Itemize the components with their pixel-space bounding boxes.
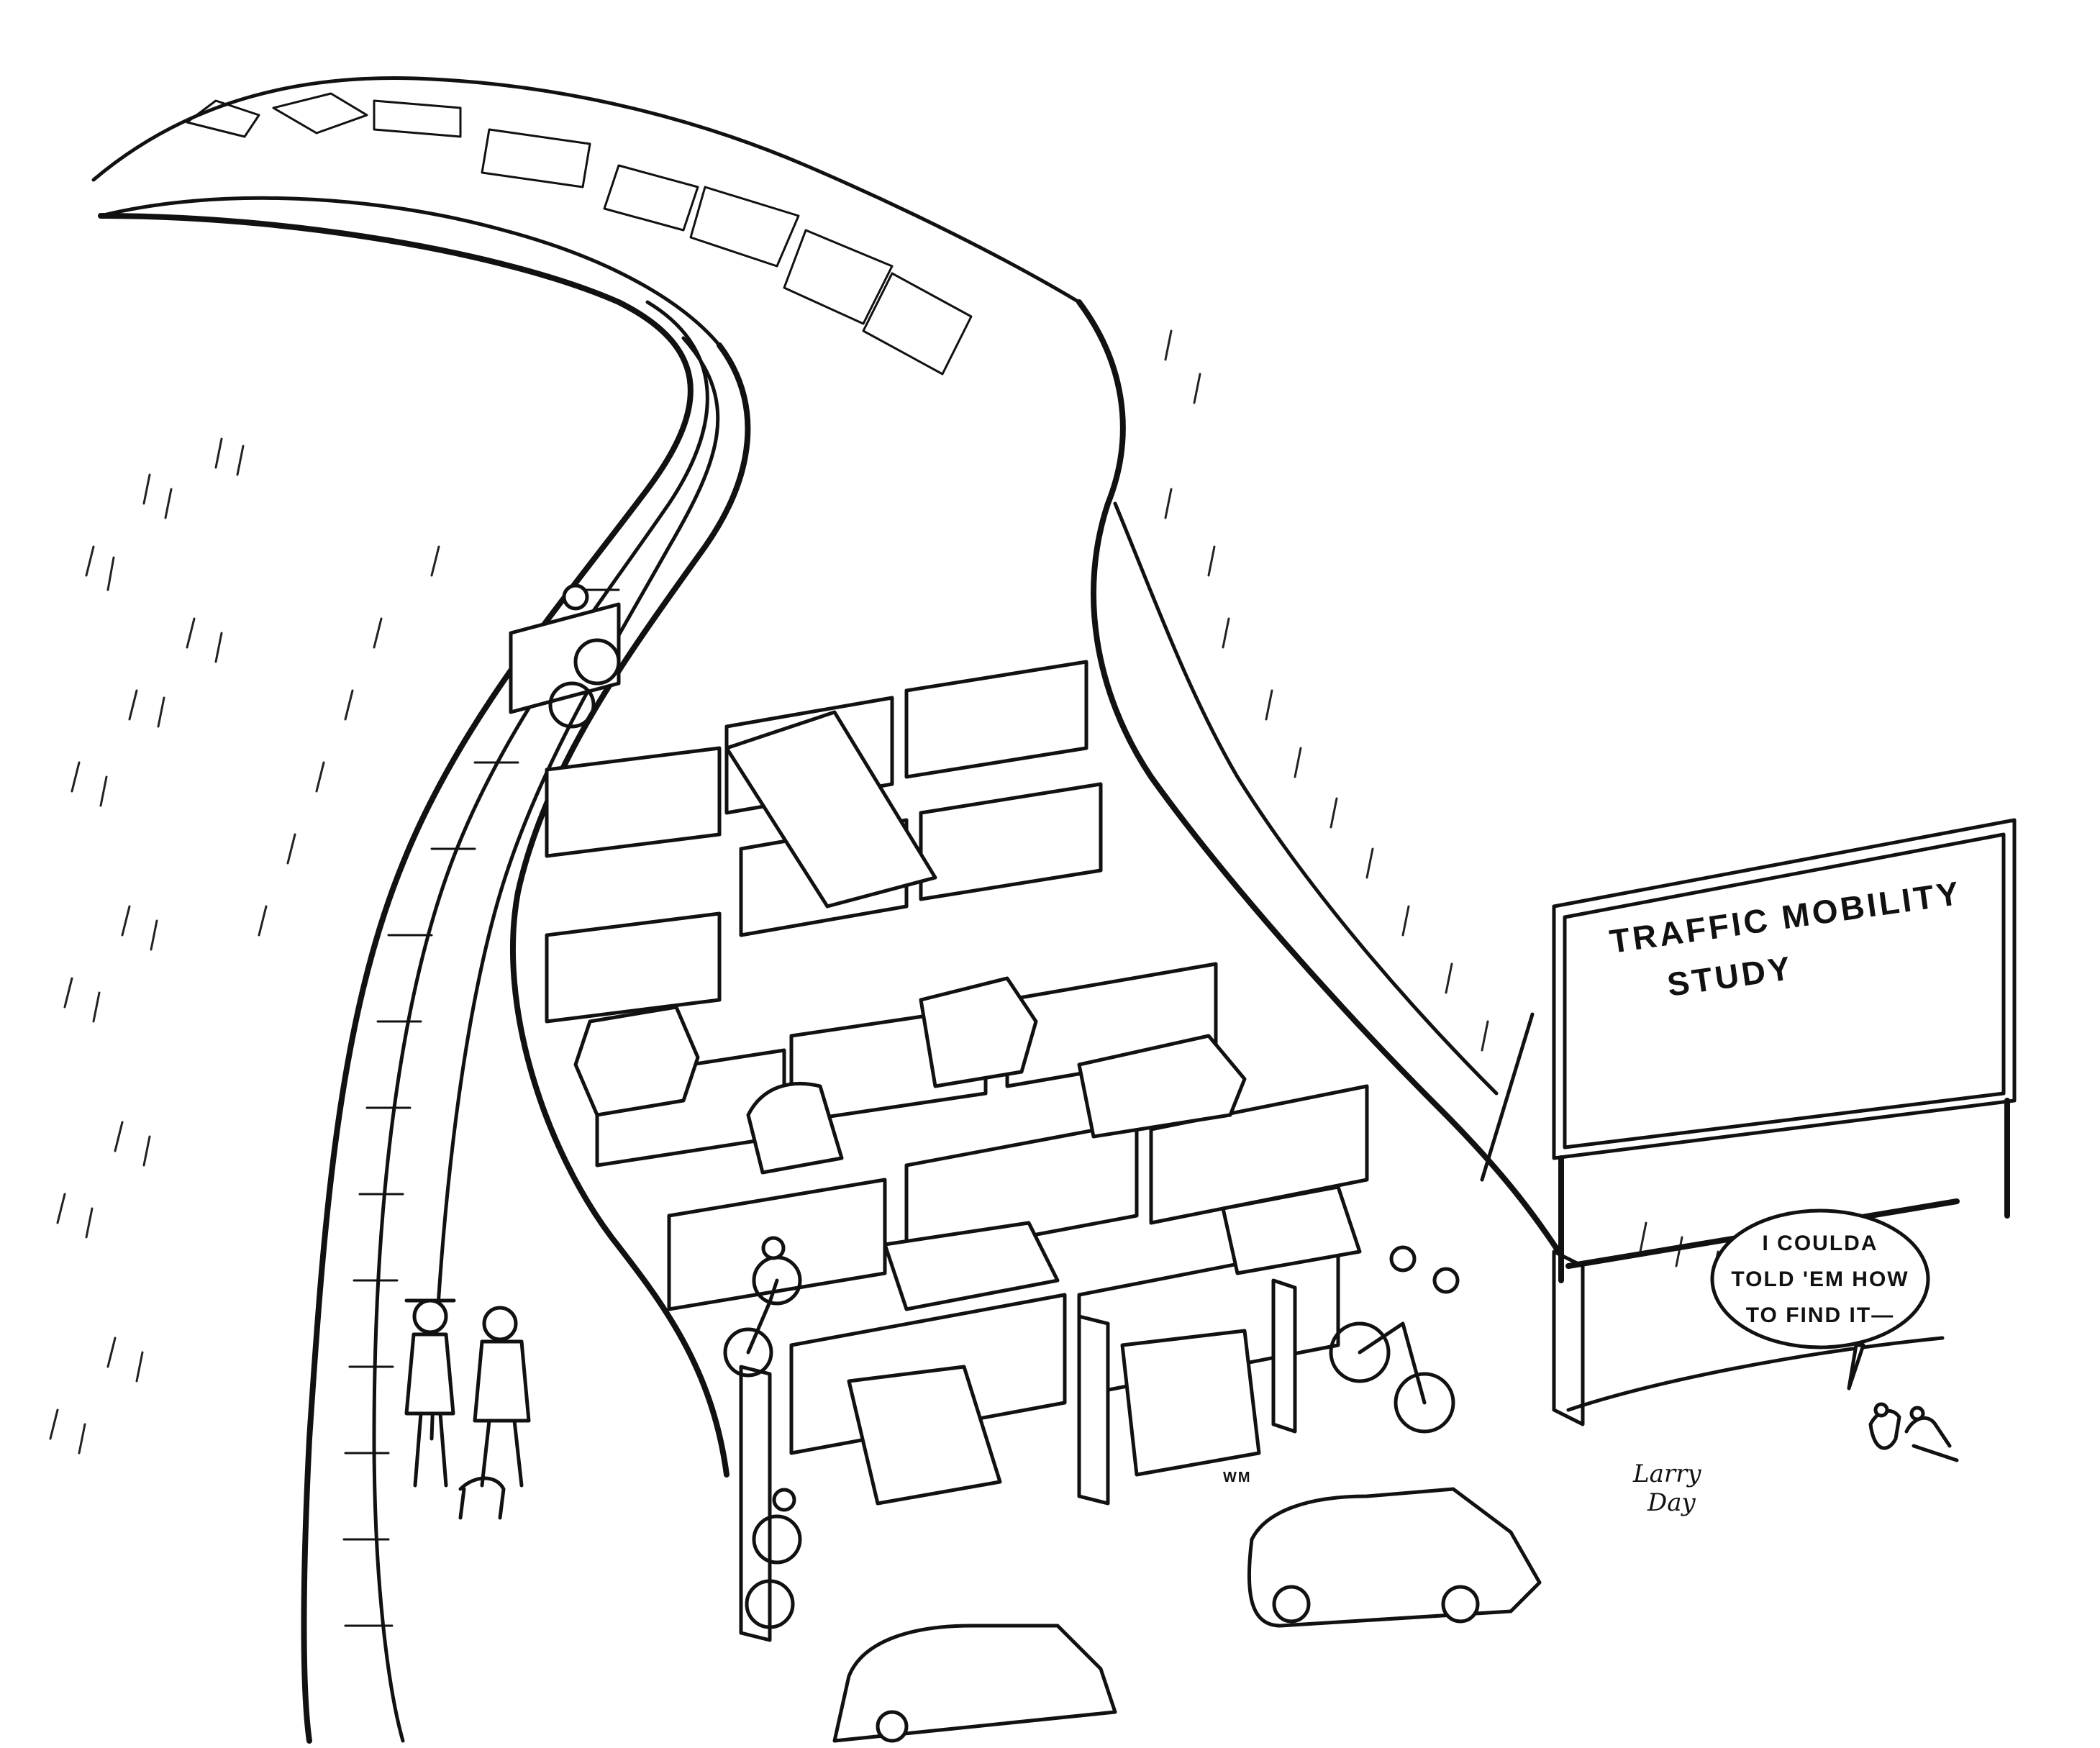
artist-signature: Larry Day [1632, 1460, 1701, 1517]
truck-plate: WM [1223, 1470, 1252, 1485]
pedestrians-with-dog [404, 1298, 531, 1520]
small-critters [1868, 1402, 1959, 1462]
cars-exiting [832, 1487, 1542, 1743]
signature-line2: Day [1647, 1488, 1696, 1517]
traffic-study-billboard: TRAFFIC MOBILITY STUDY [1480, 818, 2017, 1283]
signature-line1: Larry [1632, 1460, 1701, 1488]
cubicle-highway [509, 299, 1585, 1642]
bubble-line3: TO FIND IT— [1746, 1303, 1894, 1327]
left-embankment [49, 213, 720, 1744]
bubble-line2: TOLD 'EM HOW [1731, 1267, 1909, 1291]
speech-bubble: I COULDA TOLD 'EM HOW TO FIND IT— [1710, 1208, 1930, 1390]
bubble-line1: I COULDA [1763, 1232, 1878, 1255]
distant-traffic [91, 76, 1081, 375]
